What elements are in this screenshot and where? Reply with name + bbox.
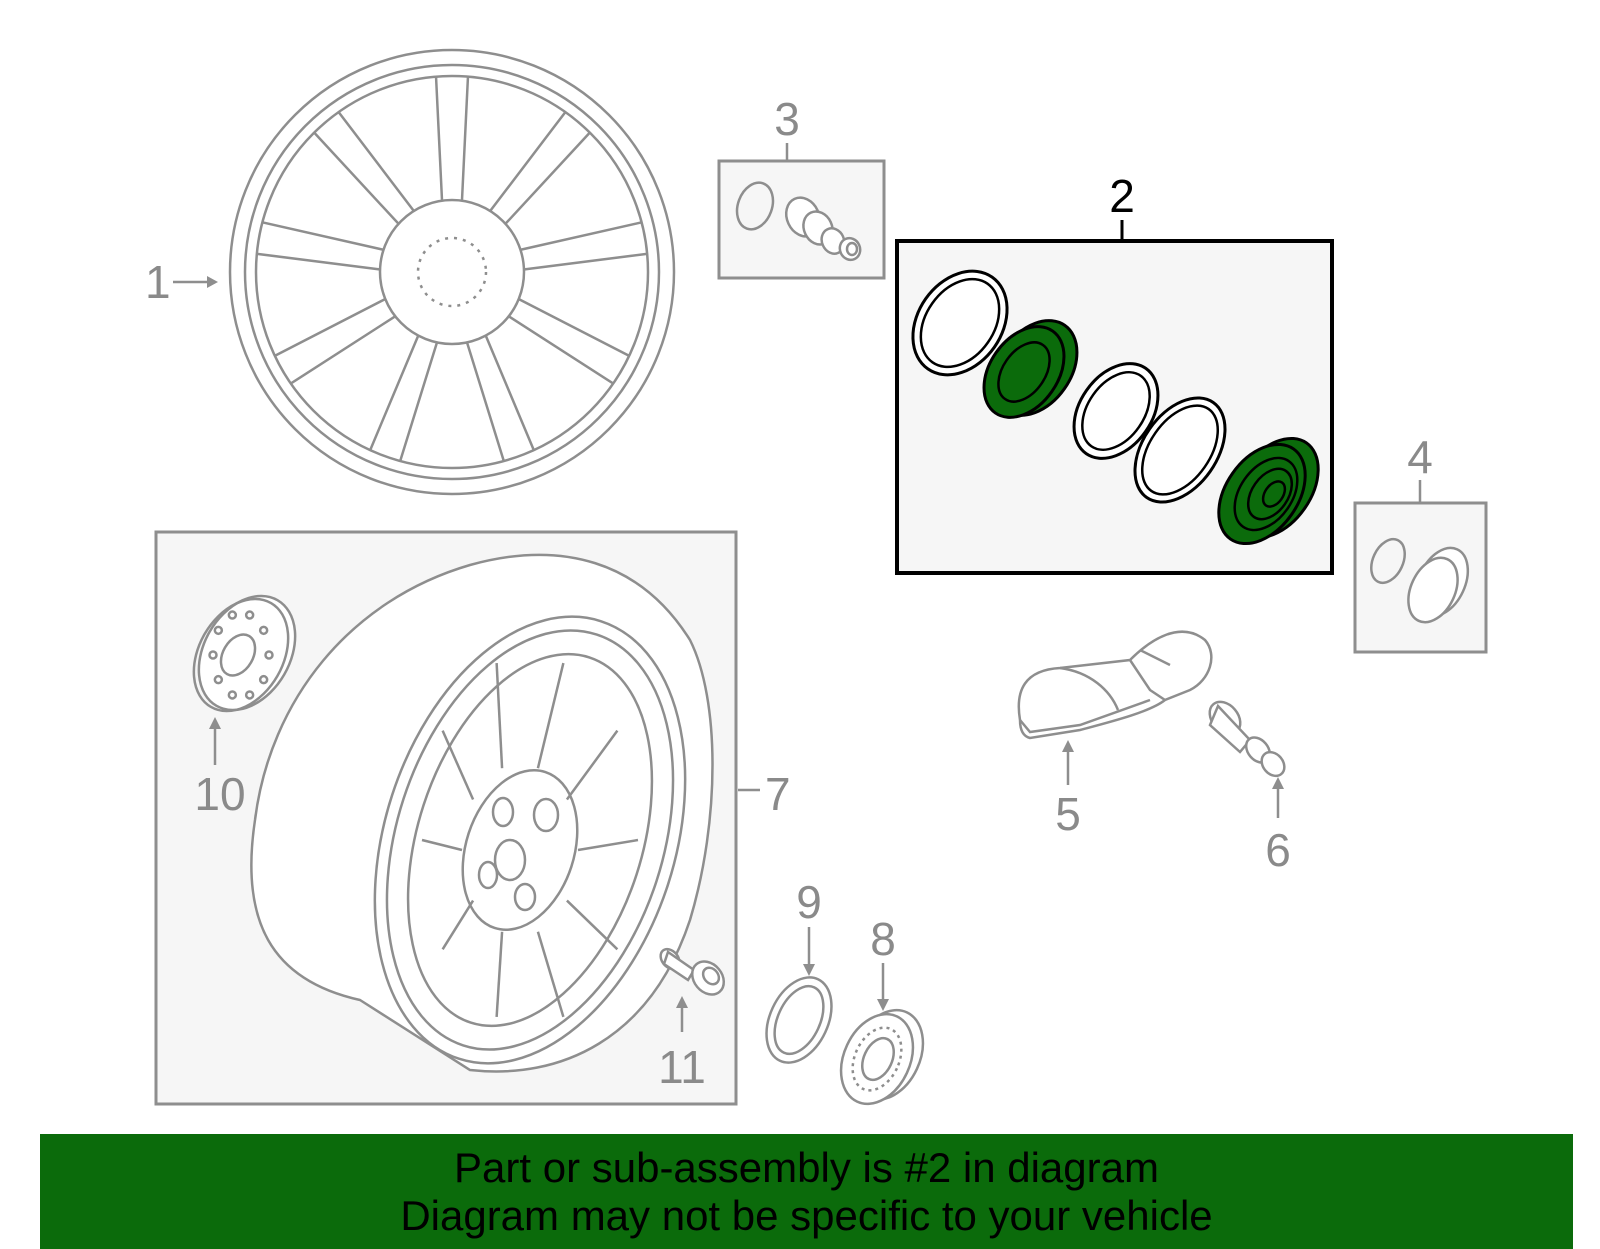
callout-5[interactable]: 5 bbox=[1055, 788, 1081, 840]
spare-wheel-spoke bbox=[495, 931, 504, 1017]
seal-kit-part-2 bbox=[911, 269, 1320, 546]
wheel-spoke bbox=[489, 110, 592, 225]
banner-line-2: Diagram may not be specific to your vehi… bbox=[400, 1192, 1213, 1239]
spare-wheel-part-7 bbox=[250, 553, 714, 1073]
spare-wheel-spoke bbox=[421, 838, 463, 852]
arrow-8 bbox=[877, 963, 889, 1011]
arrow-9 bbox=[803, 927, 815, 976]
arrow-5 bbox=[1062, 740, 1074, 785]
spacer-bolt-hole bbox=[244, 610, 255, 620]
washer-part-9[interactable] bbox=[754, 967, 845, 1073]
callout-6[interactable]: 6 bbox=[1265, 824, 1291, 876]
wheel-spoke bbox=[466, 335, 536, 463]
wheel-spoke bbox=[312, 110, 415, 225]
spacer-part-10[interactable] bbox=[175, 579, 315, 728]
tpms-sensor-part-5[interactable] bbox=[1017, 630, 1213, 740]
spacer-bolt-hole bbox=[208, 650, 218, 660]
spacer-bolt-hole bbox=[213, 674, 224, 685]
spare-wheel-spoke bbox=[441, 730, 475, 800]
spare-wheel-spoke bbox=[495, 663, 504, 769]
bolt-part-11[interactable] bbox=[657, 945, 730, 1000]
spacer-bolt-hole bbox=[258, 674, 269, 685]
spacer-bolt-hole bbox=[258, 625, 269, 636]
spare-wheel-spoke bbox=[577, 838, 639, 852]
callout-2[interactable]: 2 bbox=[1109, 170, 1135, 222]
arrow-10 bbox=[209, 717, 221, 765]
spacer-bolt-hole bbox=[213, 625, 224, 636]
spare-wheel-spoke bbox=[536, 662, 565, 769]
spare-wheel-spoke bbox=[441, 899, 475, 950]
spare-wheel-spoke bbox=[536, 931, 565, 1018]
wheel-spoke bbox=[508, 298, 631, 385]
wheel-spoke bbox=[256, 220, 384, 271]
wheel-spoke bbox=[520, 220, 648, 271]
valve-kit-part-3 bbox=[735, 181, 862, 262]
callout-4[interactable]: 4 bbox=[1407, 431, 1433, 483]
spacer-bolt-hole bbox=[227, 610, 238, 620]
arrow-6 bbox=[1272, 777, 1284, 818]
wheel-spoke bbox=[368, 335, 438, 463]
callout-7[interactable]: 7 bbox=[765, 768, 791, 820]
wheel-spoke bbox=[434, 75, 470, 201]
valve-stem-part-6[interactable] bbox=[1203, 696, 1289, 781]
arrow-11 bbox=[676, 996, 688, 1032]
spacer-bolt-hole bbox=[264, 650, 274, 660]
spare-wheel-spoke bbox=[565, 729, 619, 801]
arrow-1 bbox=[173, 276, 218, 288]
spacer-bolt-hole bbox=[227, 690, 238, 700]
spacer-bolt-hole bbox=[244, 690, 255, 700]
lug-nut-part-8[interactable] bbox=[827, 998, 937, 1115]
callout-8[interactable]: 8 bbox=[870, 913, 896, 965]
cap-kit-part-4 bbox=[1370, 537, 1470, 624]
callout-10[interactable]: 10 bbox=[194, 768, 245, 820]
banner-line-1: Part or sub-assembly is #2 in diagram bbox=[454, 1144, 1159, 1191]
callout-3[interactable]: 3 bbox=[774, 93, 800, 145]
wheel-spoke bbox=[273, 298, 396, 385]
info-banner: Part or sub-assembly is #2 in diagram Di… bbox=[40, 1134, 1573, 1249]
callout-9[interactable]: 9 bbox=[796, 876, 822, 928]
spare-wheel-spoke bbox=[566, 899, 619, 951]
callout-1[interactable]: 1 bbox=[145, 256, 171, 308]
wheel-rim-part-1[interactable] bbox=[228, 48, 676, 496]
callout-11[interactable]: 11 bbox=[658, 1041, 706, 1093]
